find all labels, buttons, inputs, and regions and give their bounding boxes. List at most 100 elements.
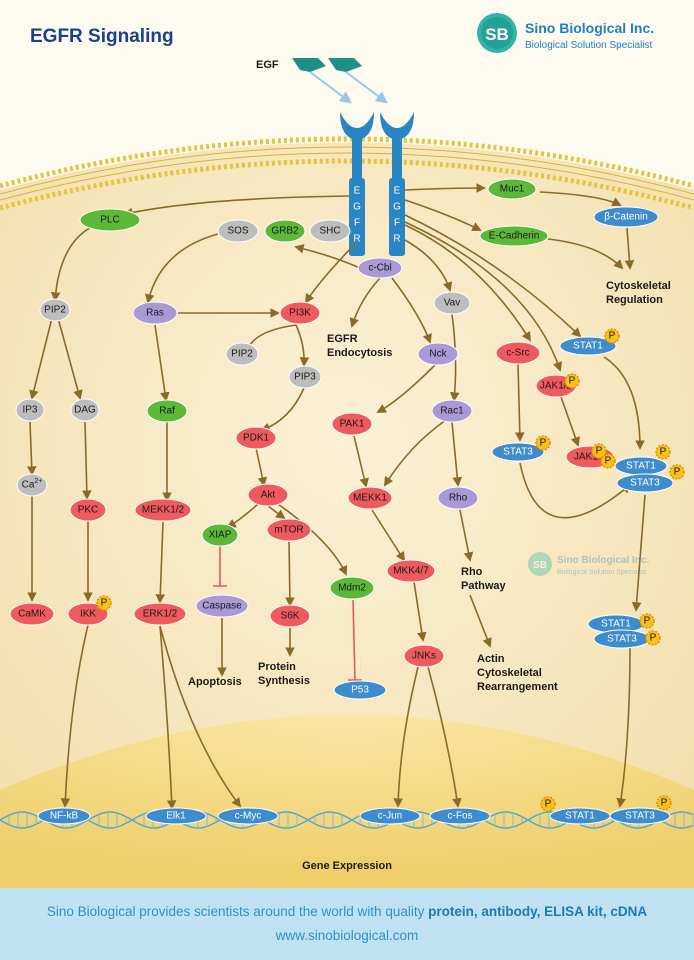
node-rho-shape: [437, 486, 479, 510]
node-nck-label: Nck: [429, 349, 447, 360]
cytoskeletal-regulation-label: Regulation: [606, 294, 663, 306]
phospho-badge-icon: P: [656, 795, 672, 811]
node-vav-shape: [433, 291, 471, 315]
node-mdm2-shape: [329, 576, 375, 600]
node-raf-shape: [146, 399, 188, 423]
node-bcatenin-label: β-Catenin: [604, 212, 648, 223]
node-stat3n-label: STAT3: [625, 811, 655, 822]
node-ras: Ras: [132, 301, 178, 325]
node-pdk1-label: PDK1: [243, 433, 270, 444]
node-jnks-shape: [403, 644, 445, 668]
protein-synthesis-label: Protein: [258, 661, 296, 673]
phospho-badge-shape: [600, 453, 616, 469]
node-mdm2-label: Mdm2: [338, 583, 366, 594]
node-stat1a: STAT1: [559, 336, 617, 356]
node-raf: Raf: [146, 399, 188, 423]
phospho-badge-shape: [655, 444, 671, 460]
phospho-badge-shape: [645, 630, 661, 646]
node-erk12-label: ERK1/2: [143, 609, 178, 620]
phospho-badge-icon: P: [540, 796, 556, 812]
phospho-badge-label: P: [101, 598, 108, 609]
watermark-tagline: Biological Solution Specialist: [557, 569, 646, 576]
egfr-receptor-left: E G F R: [340, 112, 374, 256]
node-rho: Rho: [437, 486, 479, 510]
node-cmyc-shape: [217, 807, 279, 825]
node-caspase: Caspase: [195, 594, 249, 618]
node-sos-label: SOS: [227, 226, 248, 237]
node-ecadherin-label: E-Cadherin: [489, 231, 540, 242]
node-shc: SHC: [309, 219, 351, 243]
node-raf-label: Raf: [159, 406, 175, 417]
node-camk-shape: [9, 602, 55, 626]
phospho-badge-icon: P: [96, 595, 112, 611]
footer-text-prefix: Sino Biological provides scientists arou…: [46, 904, 429, 919]
node-pak1-shape: [331, 412, 373, 436]
node-stat3a-shape: [491, 442, 545, 462]
node-pip3-label: PIP3: [294, 372, 316, 383]
phospho-badge-shape: [639, 613, 655, 629]
nucleus: [0, 715, 694, 888]
node-ikk: IKK: [67, 602, 109, 626]
phospho-badge-icon: P: [591, 443, 607, 459]
node-dag: DAG: [70, 398, 100, 422]
node-pip3-shape: [288, 365, 322, 389]
pathway-arrows: [26, 183, 646, 810]
node-erk12: ERK1/2: [133, 602, 187, 626]
node-plc-label: PLC: [100, 215, 119, 226]
phospho-badge-label: P: [609, 331, 616, 342]
phospho-badge-shape: [564, 373, 580, 389]
receptor-letter: E: [354, 186, 361, 197]
node-muc1-shape: [487, 178, 537, 200]
node-mtor: mTOR: [266, 518, 312, 542]
node-xiap-shape: [201, 523, 239, 547]
node-cjun: c-Jun: [359, 807, 421, 825]
node-s6k-label: S6K: [281, 611, 300, 622]
protein-synthesis-label: Synthesis: [258, 675, 310, 687]
node-pkc: PKC: [69, 498, 107, 522]
node-mkk47-shape: [386, 559, 436, 583]
node-stat3a: STAT3: [491, 442, 545, 462]
receptor-letter: R: [353, 234, 360, 245]
watermark-name: Sino Biological Inc.: [557, 555, 649, 566]
node-pdk1: PDK1: [235, 426, 277, 450]
node-akt-shape: [247, 483, 289, 507]
node-stat1b-label: STAT1: [626, 461, 656, 472]
annotations: Cytoskeletal Regulation EGFR Endocytosis…: [188, 280, 671, 872]
node-camk-label: CaMK: [18, 609, 46, 620]
node-ip3: IP3: [15, 398, 45, 422]
node-pi3k-shape: [279, 301, 321, 325]
phospho-badge-shape: [96, 595, 112, 611]
node-cjun-label: c-Jun: [378, 811, 402, 822]
node-nfkb-shape: [37, 807, 91, 825]
egf-molecule-icon: [292, 58, 326, 72]
phospho-badge-label: P: [644, 616, 651, 627]
node-mekk12-shape: [134, 498, 192, 522]
node-stat3c: STAT3: [593, 629, 651, 649]
phospho-badge-shape: [604, 328, 620, 344]
node-pdk1-shape: [235, 426, 277, 450]
node-cmyc-label: c-Myc: [235, 811, 262, 822]
node-sos-shape: [217, 219, 259, 243]
node-stat1b: STAT1: [614, 456, 668, 476]
node-ras-label: Ras: [146, 308, 164, 319]
node-mekk1-shape: [347, 486, 393, 510]
node-p53-shape: [333, 680, 387, 700]
phospho-badge-label: P: [650, 633, 657, 644]
phospho-badge-icon: P: [645, 630, 661, 646]
footer-url[interactable]: www.sinobiological.com: [275, 928, 419, 943]
node-ip3-shape: [15, 398, 45, 422]
node-caspase-label: Caspase: [202, 601, 242, 612]
node-jak12a-label: JAK1/2: [540, 381, 573, 392]
node-ikk-shape: [67, 602, 109, 626]
cytoplasm: [0, 142, 694, 888]
node-stat3b-shape: [616, 473, 674, 493]
phospho-badge-icon: P: [535, 435, 551, 451]
node-nck-shape: [417, 342, 459, 366]
node-akt-label: Akt: [261, 490, 276, 501]
phospho-badge-label: P: [674, 467, 681, 478]
phospho-badge-shape: [656, 795, 672, 811]
node-rac1: Rac1: [431, 399, 473, 423]
node-jak12b-label: JAK1/2: [574, 452, 607, 463]
node-caspase-shape: [195, 594, 249, 618]
